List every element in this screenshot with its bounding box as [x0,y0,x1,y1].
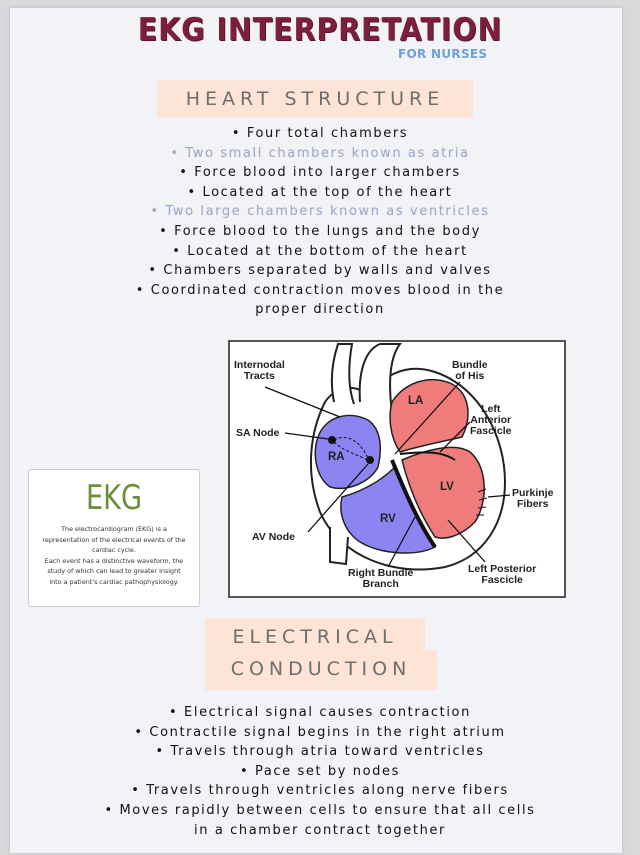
label-internodal-tracts: Internodal Tracts [234,360,285,382]
label-internodal-text: Internodal [234,359,285,371]
label-bundle-text: Bundle [452,359,488,371]
label-left-anterior-fascicle: Left Anterior Fascicle [470,404,511,437]
ekg-desc-line: The electrocardiogram (EKG) is a [61,525,167,533]
label-av-node: AV Node [252,531,295,543]
label-bundle-of-his: Bundle of His [452,360,488,382]
list-item: in a chamber contract together [194,822,446,838]
right-atrium [314,414,382,489]
heart-conduction-diagram: Internodal Tracts Bundle of His LA Left … [228,340,566,598]
label-branch-text: Branch [362,578,399,590]
page-subtitle: FOR NURSES [398,47,488,61]
list-item: • Travels through ventricles along nerve… [131,783,509,799]
list-item: • Electrical signal causes contraction [169,705,471,720]
left-ventricle [401,446,485,539]
list-item: • Moves rapidly between cells to ensure … [104,802,536,818]
label-of-his-text: of His [455,370,485,382]
ekg-definition-card: EKG The electrocardiogram (EKG) is a rep… [28,469,200,607]
ekg-desc-line: study of which can lead to greater insig… [47,567,181,575]
ekg-desc-line: representation of the electrical events … [42,535,186,544]
electrical-heading-line2: CONDUCTION [205,650,437,690]
list-item: • Two large chambers known as ventricles [150,204,490,220]
list-item: • Located at the top of the heart [187,184,453,200]
heart-structure-heading: HEART STRUCTURE [157,80,473,118]
label-fibers-text: Fibers [516,498,549,510]
ekg-card-description: The electrocardiogram (EKG) is a represe… [37,524,191,587]
heart-structure-list: • Four total chambers • Two small chambe… [60,124,580,320]
label-left-posterior-text: Left Posterior [468,563,537,575]
aorta [358,343,403,413]
label-right-bundle-branch: Right Bundle Branch [348,568,413,590]
ekg-desc-line: into a patient's cardiac pathophysiology… [49,577,179,586]
ekg-desc-line: cardiac cycle. [92,546,136,554]
label-fascicle-p-text: Fascicle [481,574,523,586]
list-item: • Travels through atria toward ventricle… [155,744,485,760]
label-left-text: Left [481,403,501,415]
heart-illustration [264,343,511,571]
electrical-conduction-list: • Electrical signal causes contraction •… [60,703,580,840]
electrical-heading-line1: ELECTRICAL [205,618,425,654]
list-item: • Two small chambers known as atria [170,145,470,161]
list-item: proper direction [255,302,385,318]
purkinje-fibers [476,488,488,516]
label-right-bundle-text: Right Bundle [348,567,414,579]
label-lv: LV [440,481,454,493]
heart-structure-heading-text: HEART STRUCTURE [185,88,445,110]
list-item: • Force blood into larger chambers [179,165,461,181]
label-sa-node: SA Node [236,427,280,439]
ekg-desc-line: Each event has a distinctive waveform, t… [44,556,184,565]
label-purkinje-text: Purkinje [512,487,554,499]
list-item: • Four total chambers [231,126,409,141]
electrical-heading-line2-text: CONDUCTION [230,658,412,680]
label-fascicle-a-text: Fascicle [470,425,512,437]
label-anterior-text: Anterior [470,414,512,426]
ekg-card-title: EKG [85,478,143,518]
label-la: LA [408,395,424,407]
av-node [366,456,374,464]
list-item: • Pace set by nodes [240,763,400,779]
label-tracts-text: Tracts [243,370,275,382]
page-title: EKG INTERPRETATION [137,12,503,48]
list-item: • Coordinated contraction moves blood in… [135,282,505,298]
label-ra: RA [328,451,345,463]
label-rv: RV [380,513,396,525]
internodal-tracts [333,436,369,461]
left-fascicle [399,451,456,461]
inferior-vessel [329,527,349,566]
list-item: • Located at the bottom of the heart [172,243,468,259]
label-purkinje-fibers: Purkinje Fibers [512,488,553,510]
list-item: • Contractile signal begins in the right… [134,724,506,740]
label-left-posterior-fascicle: Left Posterior Fascicle [468,564,536,586]
list-item: • Chambers separated by walls and valves [148,263,492,279]
vena-cava [330,343,355,405]
electrical-heading-line1-text: ELECTRICAL [232,626,398,648]
list-item: • Force blood to the lungs and the body [159,223,481,239]
septum-bundle [390,459,437,549]
